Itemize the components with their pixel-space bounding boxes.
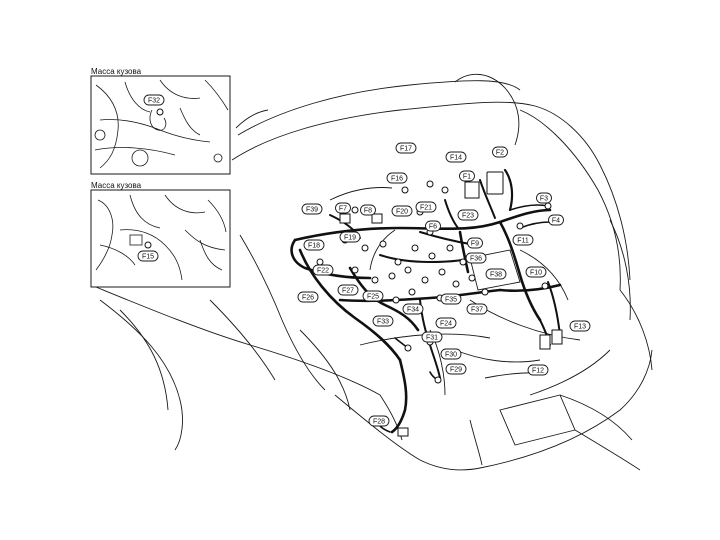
connector-label-text: F17	[400, 146, 412, 153]
connector-label-text: F28	[373, 419, 385, 426]
connector-label-text: F22	[317, 268, 329, 275]
connector-label-text: F38	[490, 272, 502, 279]
connector-label-f23: F23	[457, 209, 479, 221]
connector-label-text: F27	[342, 288, 354, 295]
connector-label-f2: F2	[492, 146, 508, 158]
connector-label-f19: F19	[339, 231, 361, 243]
connector-label-text: F21	[420, 205, 432, 212]
inset-frame-top	[90, 75, 231, 175]
connector-label-f14: F14	[445, 151, 467, 163]
connector-label-f27: F27	[337, 284, 359, 296]
connector-label-f16: F16	[386, 172, 408, 184]
connector-label-text: F2	[496, 150, 504, 157]
inset-caption-bottom: Масса кузова	[91, 181, 142, 190]
connector-label-text: F33	[377, 319, 389, 326]
connector-label-f32: F32	[143, 94, 165, 106]
connector-label-text: F30	[445, 352, 457, 359]
connector-label-f4: F4	[548, 214, 564, 226]
connector-label-f9: F9	[467, 237, 483, 249]
connector-label-f10: F10	[525, 266, 547, 278]
connector-label-f29: F29	[445, 363, 467, 375]
connector-label-f3: F3	[536, 192, 552, 204]
connector-label-f17: F17	[395, 142, 417, 154]
inset-frames	[90, 75, 231, 288]
connector-label-text: F11	[517, 238, 529, 245]
connector-label-f25: F25	[362, 290, 384, 302]
connector-label-f1: F1	[459, 170, 475, 182]
connector-label-text: F31	[426, 335, 438, 342]
connector-label-text: F14	[450, 155, 462, 162]
connector-label-f7: F7	[335, 202, 351, 214]
connector-label-text: F29	[450, 367, 462, 374]
connector-label-text: F4	[552, 218, 560, 225]
connector-label-f28: F28	[368, 415, 390, 427]
connector-label-text: F25	[367, 294, 379, 301]
connector-label-f31: F31	[421, 331, 443, 343]
connector-label-text: F18	[308, 243, 320, 250]
connector-label-text: F7	[339, 206, 347, 213]
wiring-harness	[290, 168, 562, 434]
connector-label-text: F15	[142, 254, 154, 261]
connector-label-f30: F30	[440, 348, 462, 360]
connector-label-f33: F33	[372, 315, 394, 327]
connector-label-f21: F21	[415, 201, 437, 213]
connector-label-text: F24	[440, 321, 452, 328]
connector-label-text: F1	[463, 174, 471, 181]
connector-label-text: F26	[302, 295, 314, 302]
inset-frame-bottom	[90, 189, 231, 288]
inset-sketches	[94, 79, 229, 281]
connector-label-f34: F34	[402, 303, 424, 315]
connector-label-text: F34	[407, 307, 419, 314]
connector-label-text: F32	[148, 98, 160, 105]
connector-label-text: F12	[532, 368, 544, 375]
connector-label-f38: F38	[485, 268, 507, 280]
connector-label-f39: F39	[301, 203, 323, 215]
connector-label-text: F37	[471, 307, 483, 314]
connector-label-f18: F18	[303, 239, 325, 251]
connector-label-f37: F37	[466, 303, 488, 315]
connector-label-text: F19	[344, 235, 356, 242]
connector-label-f36: F36	[465, 252, 487, 264]
connector-label-f24: F24	[435, 317, 457, 329]
connector-label-f35: F35	[440, 293, 462, 305]
connector-label-text: F16	[391, 176, 403, 183]
connector-label-f22: F22	[312, 264, 334, 276]
connector-label-f15: F15	[137, 250, 159, 262]
connector-label-f6: F6	[425, 220, 441, 232]
connector-label-f13: F13	[569, 320, 591, 332]
connector-label-f20: F20	[391, 205, 413, 217]
connector-label-text: F10	[530, 270, 542, 277]
connector-label-text: F13	[574, 324, 586, 331]
connector-label-f26: F26	[297, 291, 319, 303]
connector-label-f8: F8	[360, 204, 376, 216]
connector-label-f11: F11	[512, 234, 534, 246]
connector-label-text: F36	[470, 256, 482, 263]
connector-label-text: F39	[306, 207, 318, 214]
connector-label-text: F6	[429, 224, 437, 231]
connector-label-text: F3	[540, 196, 548, 203]
connector-label-text: F35	[445, 297, 457, 304]
connector-label-text: F23	[462, 213, 474, 220]
connector-label-f12: F12	[527, 364, 549, 376]
connector-label-text: F9	[471, 241, 479, 248]
connector-label-text: F8	[364, 208, 372, 215]
connector-label-text: F20	[396, 209, 408, 216]
inset-caption-top: Масса кузова	[91, 67, 142, 76]
